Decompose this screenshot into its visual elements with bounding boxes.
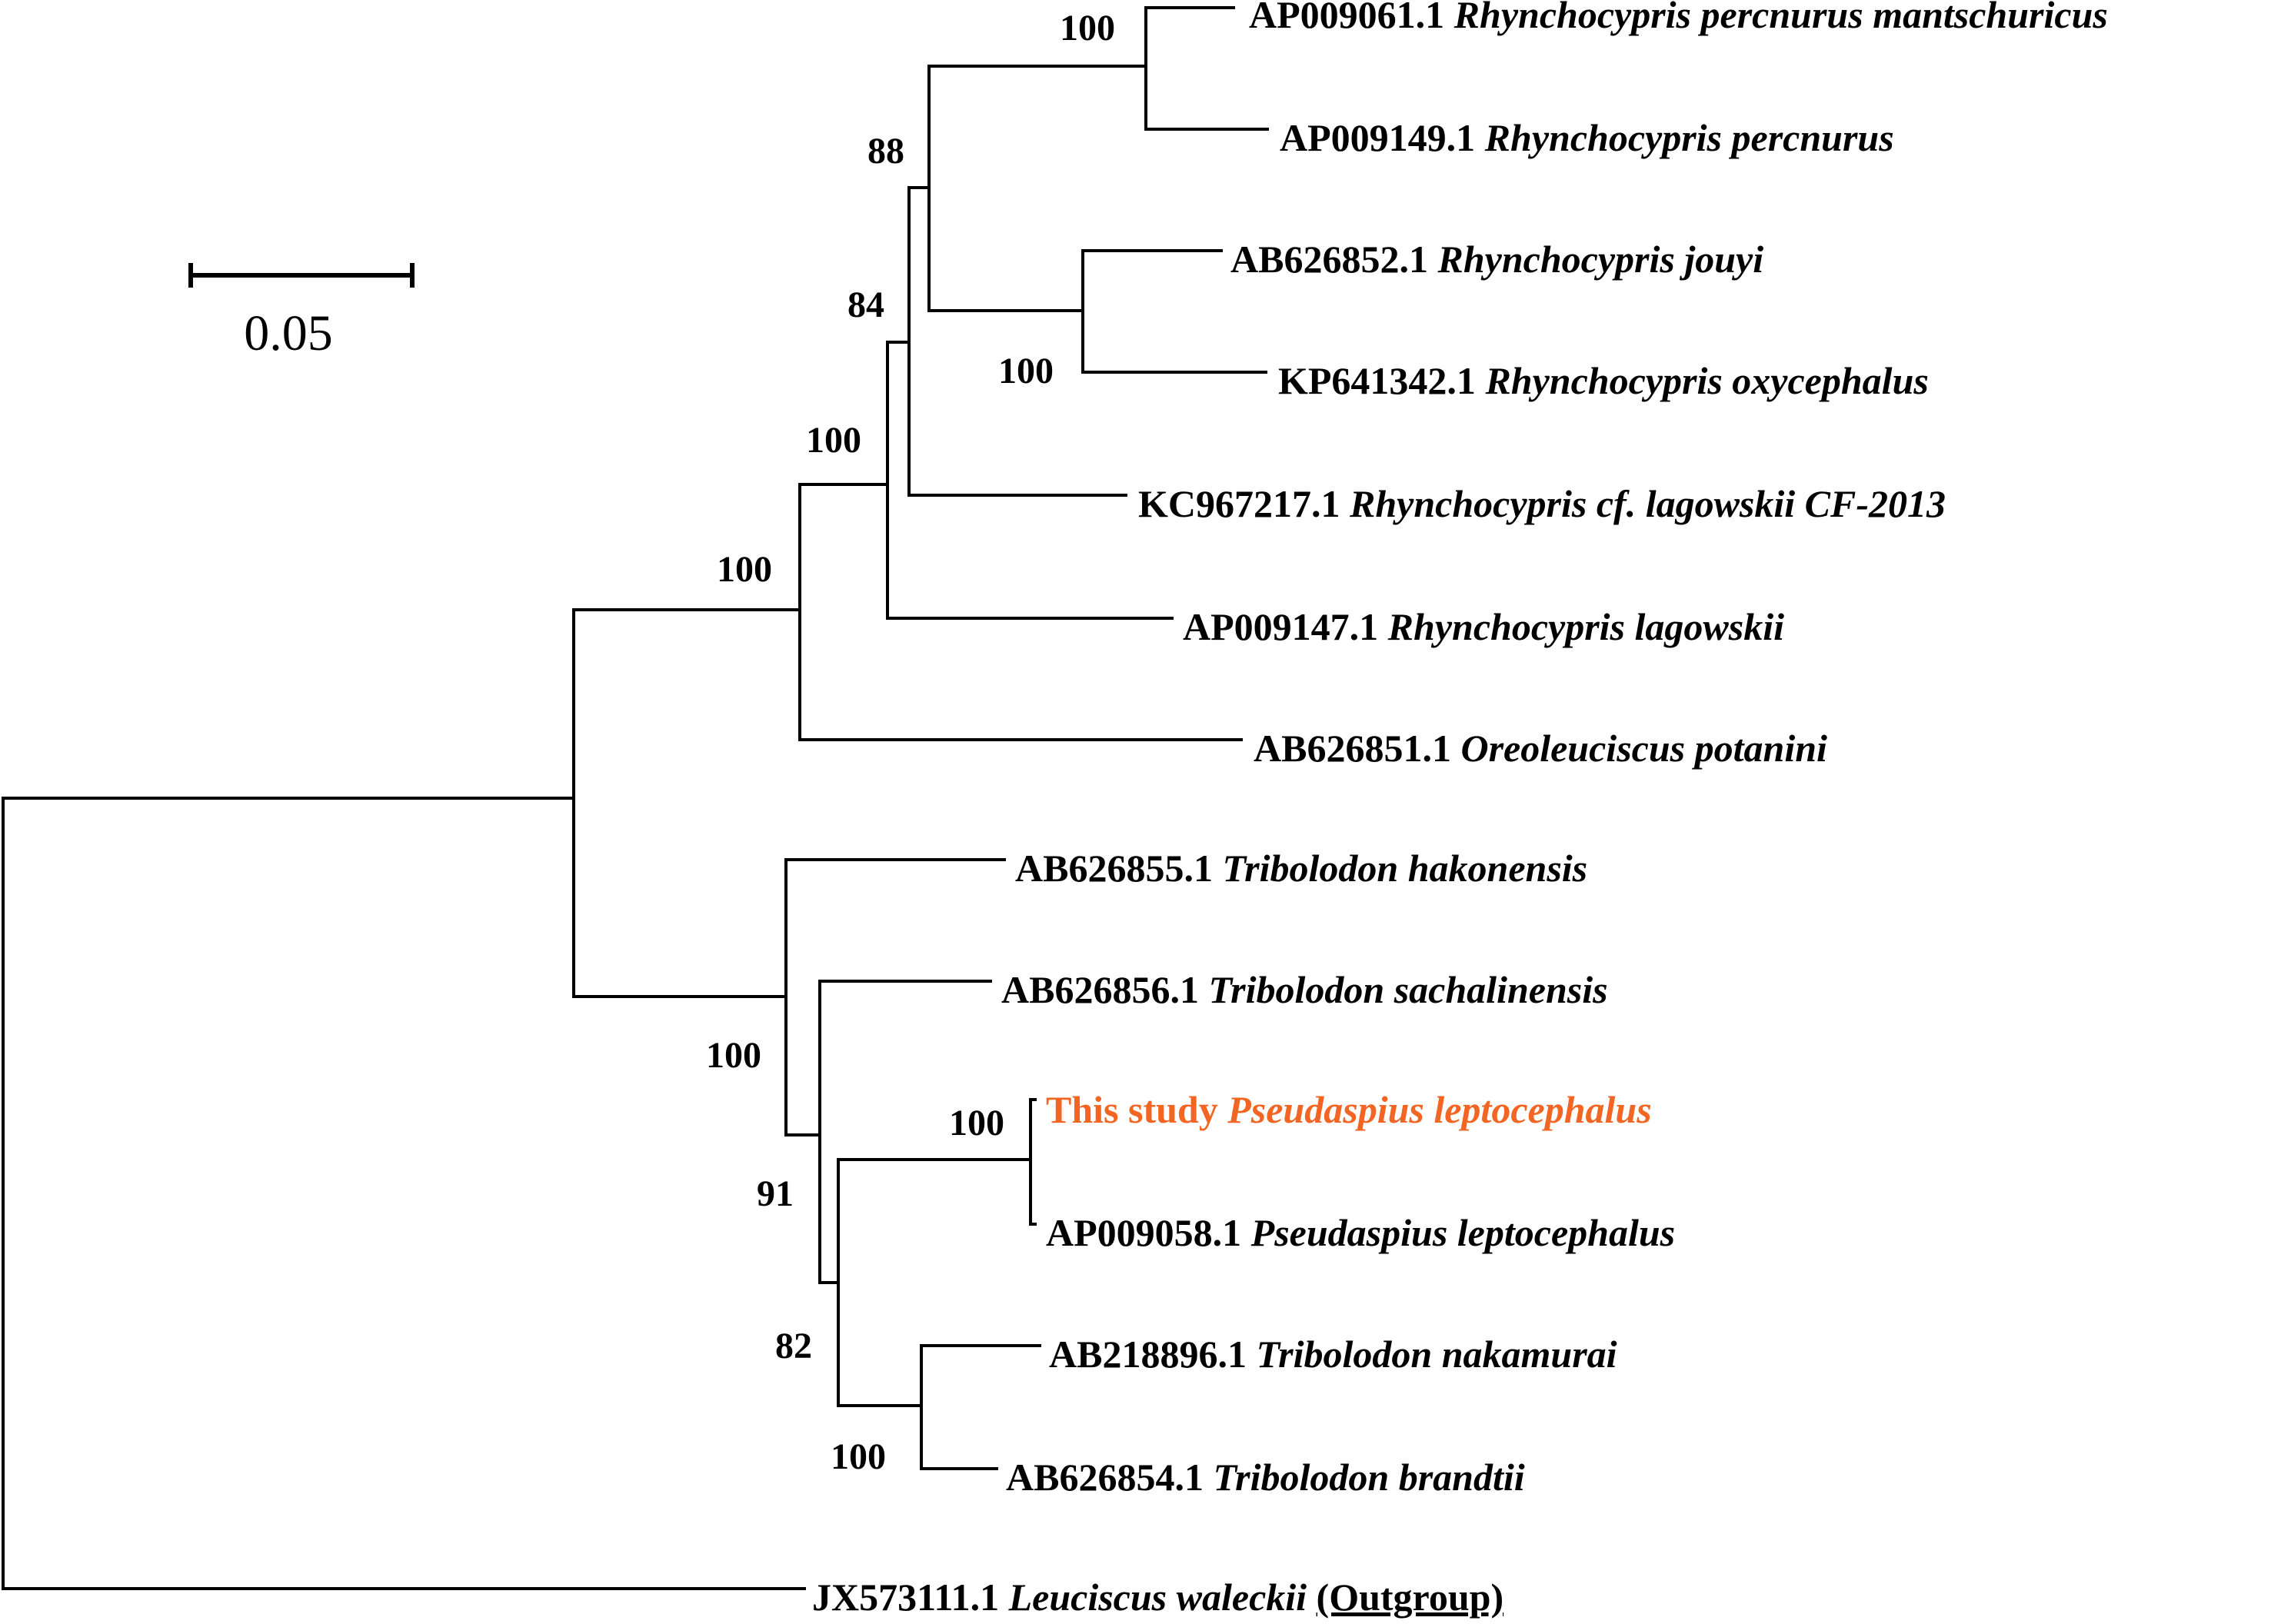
taxon-label: AB626852.1 Rhynchocypris jouyi xyxy=(1230,238,1763,281)
taxon-label: AB626855.1 Tribolodon hakonensis xyxy=(1015,847,1587,890)
scale-bar-label: 0.05 xyxy=(244,305,333,361)
bootstrap-values: 100 88 84 100 100 100 100 91 100 82 100 xyxy=(706,8,1115,1477)
bootstrap-value: 84 xyxy=(847,285,884,325)
bootstrap-value: 100 xyxy=(717,549,772,590)
taxon-label: AB218896.1 Tribolodon nakamurai xyxy=(1049,1333,1617,1376)
taxon-labels: AP009061.1 Rhynchocypris percnurus mants… xyxy=(812,0,2108,1619)
taxon-label: AP009058.1 Pseudaspius leptocephalus xyxy=(1046,1211,1675,1254)
taxon-label: AB626854.1 Tribolodon brandtii xyxy=(1006,1456,1525,1499)
taxon-label-this-study: This study Pseudaspius leptocephalus xyxy=(1046,1088,1652,1131)
bootstrap-value: 100 xyxy=(949,1103,1004,1143)
bootstrap-value: 100 xyxy=(1060,8,1115,48)
scale-bar: 0.05 xyxy=(188,263,415,361)
bootstrap-value: 100 xyxy=(806,420,861,461)
taxon-label: AP009149.1 Rhynchocypris percnurus xyxy=(1280,116,1894,159)
taxon-label: KC967217.1 Rhynchocypris cf. lagowskii C… xyxy=(1138,482,1946,525)
bootstrap-value: 100 xyxy=(998,351,1054,391)
bootstrap-value: 100 xyxy=(706,1035,761,1076)
bootstrap-value: 100 xyxy=(831,1436,886,1477)
bootstrap-value: 82 xyxy=(775,1326,812,1366)
taxon-label: AP009061.1 Rhynchocypris percnurus mants… xyxy=(1249,0,2108,36)
bootstrap-value: 88 xyxy=(867,131,904,171)
bootstrap-value: 91 xyxy=(757,1173,794,1214)
taxon-label: AB626851.1 Oreoleuciscus potanini xyxy=(1254,727,1827,770)
outgroup-tag: (Outgroup) xyxy=(1317,1576,1504,1619)
taxon-label: AP009147.1 Rhynchocypris lagowskii xyxy=(1183,605,1784,648)
taxon-label: KP641342.1 Rhynchocypris oxycephalus xyxy=(1278,359,1929,402)
taxon-label-outgroup: JX573111.1 Leuciscus waleckii (Outgroup) xyxy=(812,1576,1503,1619)
tree-branches xyxy=(2,6,1269,1590)
taxon-label: AB626856.1 Tribolodon sachalinensis xyxy=(1001,968,1608,1011)
